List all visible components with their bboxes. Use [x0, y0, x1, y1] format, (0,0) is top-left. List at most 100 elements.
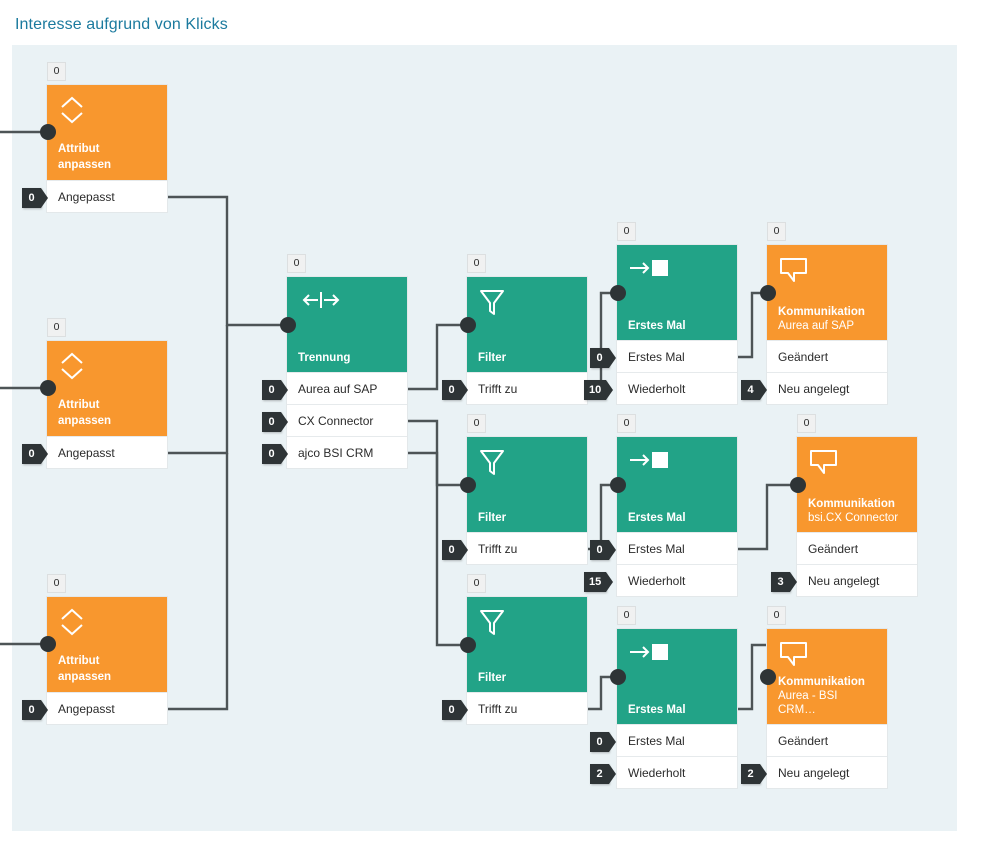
page-title: Interesse aufgrund von Klicks: [15, 16, 228, 33]
node-header: Filter: [467, 437, 587, 532]
node-header: Attribut anpassen: [47, 341, 167, 436]
port-dot-attribut3-in[interactable]: [40, 636, 56, 652]
port-row[interactable]: Trifft zu: [467, 372, 587, 404]
node-title: Erstes Mal: [628, 704, 686, 716]
sort-updown-icon: [58, 351, 156, 385]
port-dot-kommunikation3-in[interactable]: [760, 669, 776, 685]
node-count-chip: 0: [617, 222, 636, 241]
node-kommunikation-3[interactable]: 0 Kommunikation Aurea - BSI CRM… Geänder…: [767, 606, 887, 788]
port-row[interactable]: Geändert: [797, 532, 917, 564]
node-title-main: Kommunikation: [778, 676, 865, 688]
node-header: Erstes Mal: [617, 245, 737, 340]
node-attribut-anpassen-2[interactable]: 0 Attribut anpassen Angepasst: [47, 318, 167, 468]
port-dot-filter2-in[interactable]: [460, 477, 476, 493]
port-dot-erstesmal1-in[interactable]: [610, 285, 626, 301]
port-row[interactable]: Angepasst: [47, 692, 167, 724]
port-dot-kommunikation1-in[interactable]: [760, 285, 776, 301]
badge-erstesmal2-erstesmal: 0: [590, 540, 616, 560]
badge-kommunikation3-neu: 2: [741, 764, 767, 784]
funnel-icon: [478, 447, 576, 481]
node-title: Kommunikation Aurea auf SAP: [778, 305, 876, 340]
port-row[interactable]: ajco BSI CRM: [287, 436, 407, 468]
node-header: Attribut anpassen: [47, 85, 167, 180]
port-row[interactable]: Trifft zu: [467, 532, 587, 564]
node-header: Trennung: [287, 277, 407, 372]
node-title-line2: anpassen: [58, 671, 112, 683]
node-count-chip: 0: [47, 574, 66, 593]
node-count-chip: 0: [617, 606, 636, 625]
node-title: Filter: [478, 512, 507, 524]
node-count-chip: 0: [47, 318, 66, 337]
node-title-line1: Attribut: [58, 399, 100, 411]
port-row[interactable]: CX Connector: [287, 404, 407, 436]
port-row[interactable]: Trifft zu: [467, 692, 587, 724]
port-row[interactable]: Aurea auf SAP: [287, 372, 407, 404]
badge-trennung-ajco: 0: [262, 444, 288, 464]
arrow-to-box-icon: [628, 639, 726, 673]
port-dot-attribut2-in[interactable]: [40, 380, 56, 396]
node-filter-2[interactable]: 0 Filter Trifft zu: [467, 414, 587, 564]
node-title: Attribut anpassen: [58, 653, 156, 692]
speech-bubble-icon: [808, 447, 906, 481]
port-dot-attribut1-in[interactable]: [40, 124, 56, 140]
node-header: Filter: [467, 597, 587, 692]
node-title-line2: anpassen: [58, 415, 112, 427]
node-filter-3[interactable]: 0 Filter Trifft zu: [467, 574, 587, 724]
arrow-to-box-icon: [628, 447, 726, 481]
node-title: Kommunikation bsi.CX Connector: [808, 497, 906, 532]
badge-attribut2-angepasst: 0: [22, 444, 48, 464]
port-row[interactable]: Erstes Mal: [617, 532, 737, 564]
node-header: Kommunikation Aurea - BSI CRM…: [767, 629, 887, 724]
port-row[interactable]: Erstes Mal: [617, 724, 737, 756]
node-title: Attribut anpassen: [58, 141, 156, 180]
speech-bubble-icon: [778, 255, 876, 289]
badge-erstesmal2-wiederholt: 15: [584, 572, 614, 592]
node-header: Kommunikation Aurea auf SAP: [767, 245, 887, 340]
port-dot-erstesmal3-in[interactable]: [610, 669, 626, 685]
node-erstes-mal-2[interactable]: 0 Erstes Mal Erstes Mal Wiederholt: [617, 414, 737, 596]
port-row[interactable]: Neu angelegt: [767, 372, 887, 404]
node-attribut-anpassen-3[interactable]: 0 Attribut anpassen Angepasst: [47, 574, 167, 724]
port-dot-filter3-in[interactable]: [460, 637, 476, 653]
node-attribut-anpassen-1[interactable]: 0 Attribut anpassen Angepasst: [47, 62, 167, 212]
port-row[interactable]: Neu angelegt: [767, 756, 887, 788]
port-row[interactable]: Neu angelegt: [797, 564, 917, 596]
node-title-main: Kommunikation: [808, 498, 895, 510]
node-erstes-mal-3[interactable]: 0 Erstes Mal Erstes Mal Wiederholt: [617, 606, 737, 788]
badge-filter1-trifftzu: 0: [442, 380, 468, 400]
port-row[interactable]: Wiederholt: [617, 564, 737, 596]
port-row[interactable]: Wiederholt: [617, 372, 737, 404]
node-header: Erstes Mal: [617, 437, 737, 532]
node-title: Attribut anpassen: [58, 397, 156, 436]
node-header: Erstes Mal: [617, 629, 737, 724]
node-kommunikation-1[interactable]: 0 Kommunikation Aurea auf SAP Geändert N…: [767, 222, 887, 404]
port-row[interactable]: Geändert: [767, 724, 887, 756]
node-trennung[interactable]: 0 Trennung Aurea auf SAP CX Connector aj…: [287, 254, 407, 468]
port-row[interactable]: Wiederholt: [617, 756, 737, 788]
badge-trennung-aurea: 0: [262, 380, 288, 400]
badge-kommunikation2-neu: 3: [771, 572, 797, 592]
port-dot-filter1-in[interactable]: [460, 317, 476, 333]
funnel-icon: [478, 607, 576, 641]
port-dot-trennung-in[interactable]: [280, 317, 296, 333]
node-kommunikation-2[interactable]: 0 Kommunikation bsi.CX Connector Geänder…: [797, 414, 917, 596]
port-row[interactable]: Geändert: [767, 340, 887, 372]
badge-attribut1-angepasst: 0: [22, 188, 48, 208]
node-title-main: Kommunikation: [778, 306, 865, 318]
port-row[interactable]: Angepasst: [47, 436, 167, 468]
node-title: Kommunikation Aurea - BSI CRM…: [778, 675, 876, 724]
node-subtitle: Aurea auf SAP: [778, 320, 855, 332]
funnel-icon: [478, 287, 576, 321]
badge-erstesmal3-wiederholt: 2: [590, 764, 616, 784]
port-dot-erstesmal2-in[interactable]: [610, 477, 626, 493]
port-row[interactable]: Angepasst: [47, 180, 167, 212]
node-count-chip: 0: [797, 414, 816, 433]
port-dot-kommunikation2-in[interactable]: [790, 477, 806, 493]
node-filter-1[interactable]: 0 Filter Trifft zu: [467, 254, 587, 404]
badge-erstesmal3-erstesmal: 0: [590, 732, 616, 752]
node-title: Erstes Mal: [628, 512, 686, 524]
badge-filter2-trifftzu: 0: [442, 540, 468, 560]
node-erstes-mal-1[interactable]: 0 Erstes Mal Erstes Mal Wiederholt: [617, 222, 737, 404]
node-count-chip: 0: [767, 606, 786, 625]
port-row[interactable]: Erstes Mal: [617, 340, 737, 372]
